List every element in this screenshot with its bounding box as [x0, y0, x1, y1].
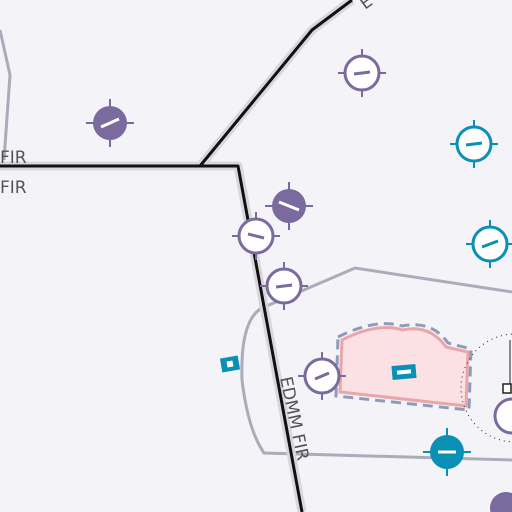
- fir-border-diagonal: [198, 0, 353, 167]
- reporting-point-filled-icon[interactable]: [86, 99, 134, 147]
- ctr-boundary: [240, 266, 512, 462]
- fir-border-main: [0, 164, 304, 512]
- reporting-point-filled-icon[interactable]: [490, 492, 512, 512]
- reporting-point-open-icon[interactable]: [493, 397, 512, 435]
- reporting-point-open-icon[interactable]: [338, 49, 386, 97]
- airport-icon[interactable]: [219, 355, 241, 373]
- reporting-point-open-icon[interactable]: [260, 262, 308, 310]
- fir-label-upper: FIR: [0, 148, 27, 168]
- reporting-point-open-icon[interactable]: [298, 352, 346, 400]
- reporting-point-filled-icon[interactable]: [265, 182, 313, 230]
- reporting-point-open-teal-icon[interactable]: [450, 120, 498, 168]
- vor-icon: [502, 383, 512, 394]
- vor-compass-rose[interactable]: [460, 333, 512, 443]
- restricted-area-dashed-outline: [334, 322, 473, 412]
- reporting-point-open-icon[interactable]: [232, 212, 280, 260]
- fir-border: [0, 0, 353, 512]
- reporting-point-open-teal-icon[interactable]: [466, 220, 512, 268]
- left-airspace-edge: [0, 29, 12, 161]
- airspace-boundaries: [0, 29, 512, 462]
- airport-icon[interactable]: [391, 363, 417, 381]
- fir-label-lower: FIR: [0, 178, 27, 198]
- reporting-point-filled-teal-icon[interactable]: [423, 428, 471, 476]
